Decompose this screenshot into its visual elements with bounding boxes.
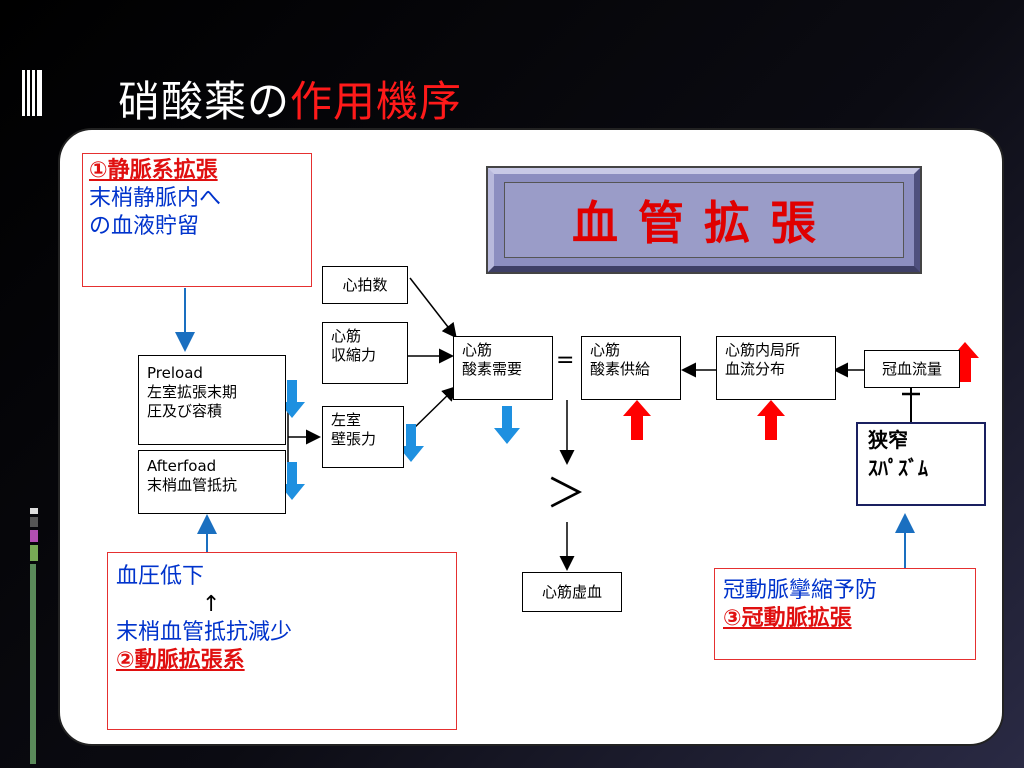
down-arrow-demand <box>494 406 520 444</box>
venous-line1: 末梢静脈内へ <box>89 186 222 211</box>
node-contractility-line2: 収縮力 <box>331 346 377 364</box>
node-afterload-line2: 末梢血管抵抗 <box>147 476 238 494</box>
arterial-dilation-box: 血圧低下 ↑ 末梢血管抵抗減少 ②動脈拡張系 <box>107 552 457 730</box>
title-decoration-bars <box>22 70 44 116</box>
title-main: 硝酸薬の <box>118 77 291 126</box>
banner-text: 血管拡張 <box>572 196 836 250</box>
node-demand-line1: 心筋 <box>462 341 493 359</box>
coronary-heading: ③冠動脈拡張 <box>723 606 852 631</box>
arrow-hr-to-demand <box>409 277 457 339</box>
arterial-up-arrow: ↑ <box>202 592 221 617</box>
node-coronary-flow: 冠血流量 <box>864 350 960 388</box>
node-wall-stress-line2: 壁張力 <box>331 430 377 448</box>
slide-title: 硝酸薬の作用機序 <box>118 68 462 129</box>
node-stenosis-spasm: 狭窄 ｽﾊﾟｽﾞﾑ <box>856 422 986 506</box>
left-side-decoration <box>30 508 38 767</box>
node-stenosis-line2: ｽﾊﾟｽﾞﾑ <box>868 456 928 480</box>
node-afterload: Afterfoad 末梢血管抵抗 <box>138 450 286 514</box>
node-distribution-line2: 血流分布 <box>725 360 786 378</box>
venous-heading: ①静脈系拡張 <box>89 158 218 183</box>
venous-dilation-box: ①静脈系拡張 末梢静脈内へ の血液貯留 <box>82 153 312 287</box>
node-supply-line1: 心筋 <box>590 341 621 359</box>
node-preload-line2: 左室拡張末期 <box>147 383 238 401</box>
node-oxygen-demand: 心筋 酸素需要 <box>453 336 553 400</box>
node-distribution-line1: 心筋内局所 <box>725 341 801 359</box>
arterial-line1: 血圧低下 <box>116 564 205 589</box>
node-heart-rate-label: 心拍数 <box>342 275 388 294</box>
node-blood-distribution: 心筋内局所 血流分布 <box>716 336 836 400</box>
node-demand-line2: 酸素需要 <box>462 360 523 378</box>
vasodilation-banner: 血管拡張 <box>486 166 922 274</box>
node-preload-line3: 圧及び容積 <box>147 402 223 420</box>
node-stenosis-line1: 狭窄 <box>868 428 908 452</box>
node-preload-line1: Preload <box>147 364 203 382</box>
node-heart-rate: 心拍数 <box>322 266 408 304</box>
arterial-line2: 末梢血管抵抗減少 <box>116 620 293 645</box>
arterial-heading: ②動脈拡張系 <box>116 648 245 673</box>
node-contractility: 心筋 収縮力 <box>322 322 408 384</box>
up-arrow-distribution <box>757 400 785 440</box>
title-accent: 作用機序 <box>290 77 463 126</box>
node-wall-stress-line1: 左室 <box>331 411 362 429</box>
node-coronary-flow-label: 冠血流量 <box>881 359 942 378</box>
node-wall-stress: 左室 壁張力 <box>322 406 404 468</box>
arrow-wall-to-demand <box>409 385 458 433</box>
down-arrow-wallstress <box>398 424 424 462</box>
up-arrow-supply <box>623 400 651 440</box>
node-ischemia-label: 心筋虚血 <box>541 582 602 601</box>
greater-than-sign: ＞ <box>546 471 586 517</box>
equals-sign: = <box>556 348 575 373</box>
node-contractility-line1: 心筋 <box>331 327 362 345</box>
coronary-dilation-box: 冠動脈攣縮予防 ③冠動脈拡張 <box>714 568 976 660</box>
coronary-line1: 冠動脈攣縮予防 <box>723 578 878 603</box>
node-supply-line2: 酸素供給 <box>590 360 651 378</box>
node-oxygen-supply: 心筋 酸素供給 <box>581 336 681 400</box>
node-afterload-line1: Afterfoad <box>147 457 217 475</box>
node-ischemia: 心筋虚血 <box>522 572 622 612</box>
node-preload: Preload 左室拡張末期 圧及び容積 <box>138 355 286 445</box>
venous-line2: の血液貯留 <box>89 214 200 239</box>
